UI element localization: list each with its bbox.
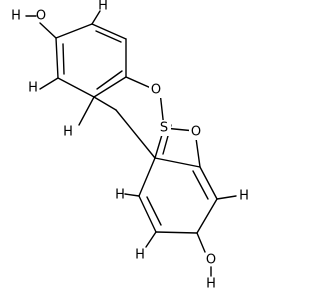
bond — [192, 170, 209, 200]
bond — [39, 77, 59, 90]
atom-oxygen: O — [151, 83, 161, 98]
bond — [216, 195, 237, 200]
atom-hydrogen: H — [239, 189, 249, 204]
atom-hydrogen: H — [135, 248, 145, 263]
bond — [57, 77, 95, 98]
atom-labels: O H H H H O S O H H H O H — [11, 0, 249, 292]
bond — [138, 195, 157, 233]
bond — [55, 23, 93, 39]
atom-hydrogen: H — [98, 0, 108, 14]
bond — [199, 166, 218, 200]
label-mask — [149, 82, 163, 98]
substituent-bonds — [25, 10, 237, 277]
upper-benzene-ring — [55, 23, 127, 98]
bond — [115, 109, 156, 159]
atom-hydrogen: H — [206, 277, 216, 292]
bond — [124, 193, 140, 197]
bond — [62, 43, 65, 75]
bond — [93, 76, 127, 98]
bond — [91, 23, 127, 40]
lower-benzene-ring — [138, 157, 218, 234]
central-ring — [93, 76, 201, 168]
bond — [138, 157, 156, 197]
atom-hydrogen: H — [11, 9, 21, 24]
bond — [91, 10, 101, 25]
atom-oxygen: O — [206, 253, 216, 268]
bond — [93, 96, 117, 111]
bond — [95, 30, 122, 43]
atom-hydrogen: H — [28, 81, 38, 96]
bond — [39, 22, 57, 39]
bond — [78, 96, 95, 126]
bond — [145, 231, 157, 248]
chemical-structure-diagram: O H H H H O S O H H H O H — [11, 0, 249, 292]
bond — [155, 231, 198, 234]
bond — [96, 70, 123, 90]
atom-hydrogen: H — [63, 125, 73, 140]
bond — [154, 157, 201, 168]
atom-oxygen: O — [191, 125, 201, 140]
bond — [55, 37, 59, 79]
atom-sulfur: S — [160, 121, 168, 136]
label-mask — [189, 124, 203, 140]
bond — [146, 196, 162, 226]
bond — [196, 232, 206, 253]
bond — [196, 198, 218, 234]
atom-oxygen: O — [36, 9, 46, 24]
atom-hydrogen: H — [115, 188, 125, 203]
label-mask — [157, 120, 171, 136]
